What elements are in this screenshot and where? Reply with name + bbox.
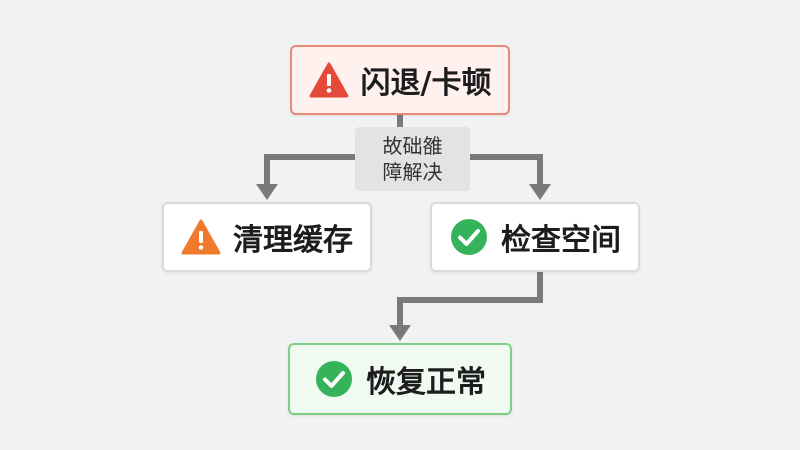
node-clear-cache: 清理缓存 xyxy=(162,202,372,272)
branch-label-line-1: 故础雒 xyxy=(382,134,443,158)
node-label: 清理缓存 xyxy=(233,223,353,258)
arrowhead-bottom xyxy=(389,325,411,341)
node-label: 检查空间 xyxy=(501,223,621,258)
check-circle-icon xyxy=(314,359,354,399)
warning-icon xyxy=(181,217,221,257)
node-crash-lag: 闪退/卡顿 xyxy=(290,45,510,115)
node-check-storage: 检查空间 xyxy=(430,202,640,272)
arrowhead-left xyxy=(256,184,278,200)
check-circle-icon xyxy=(449,217,489,257)
node-label: 闪退/卡顿 xyxy=(360,66,492,101)
branch-label: 故础雒 障解决 xyxy=(355,127,470,191)
node-label: 恢复正常 xyxy=(366,365,486,400)
connector-right-to-bottom xyxy=(397,272,543,327)
node-restored: 恢复正常 xyxy=(288,343,512,415)
arrowhead-right xyxy=(529,184,551,200)
warning-icon xyxy=(309,60,349,100)
branch-label-line-2: 障解决 xyxy=(382,160,443,184)
